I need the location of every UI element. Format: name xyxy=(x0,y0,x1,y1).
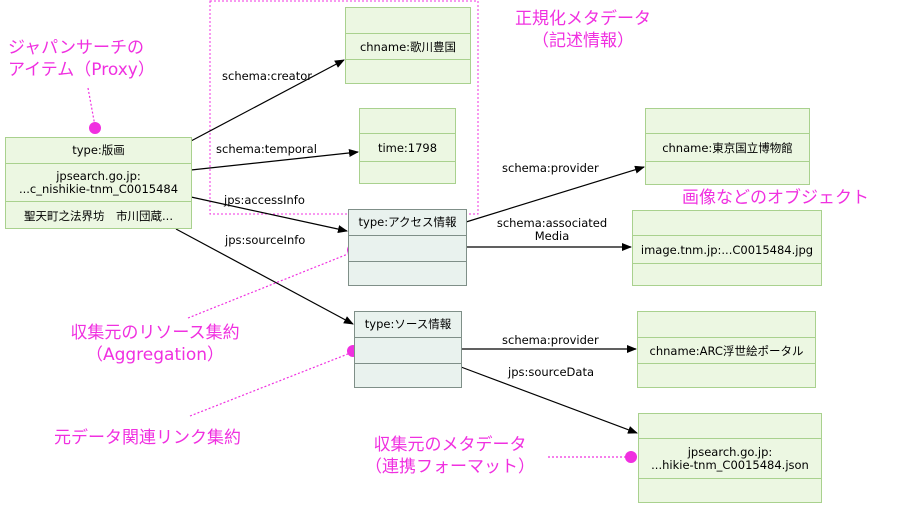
edge-label-associated: schema:associated xyxy=(496,216,608,230)
node-temporal-value: time:1798 xyxy=(360,133,455,162)
annotation-source-metadata: 収集元のメタデータ （連携フォーマット） xyxy=(352,434,548,478)
node-proxy-type: type:版画 xyxy=(72,143,125,157)
node-json: jpsearch.go.jp: ...hikie-tnm_C0015484.js… xyxy=(638,413,822,503)
node-provider1-value: chname:東京国立博物館 xyxy=(646,133,809,162)
annotation-normalized-sub: （記述情報） xyxy=(532,31,634,51)
node-json-url1: jpsearch.go.jp: xyxy=(687,445,773,459)
normalized-metadata-region xyxy=(209,0,479,215)
node-temporal: time:1798 xyxy=(359,108,456,184)
node-json-id: jpsearch.go.jp: ...hikie-tnm_C0015484.js… xyxy=(639,438,821,479)
annotation-source-meta-line2: （連携フォーマット） xyxy=(365,457,535,477)
node-provider1: chname:東京国立博物館 xyxy=(645,108,810,185)
pointer-proxy-dot xyxy=(89,122,101,134)
node-proxy-id: jpsearch.go.jp: ...c_nishikie-tnm_C00154… xyxy=(6,163,191,202)
edge-provider1 xyxy=(465,165,645,223)
pointer-related-links xyxy=(189,351,354,417)
edge-creator xyxy=(190,59,345,142)
annotation-image-object: 画像などのオブジェクト xyxy=(682,188,869,208)
edge-label-provider2: schema:provider xyxy=(502,333,599,347)
node-creator-value: chname:歌川豊国 xyxy=(346,33,470,60)
node-image: image.tnm.jp:...C0015484.jpg xyxy=(632,210,822,286)
node-image-value: image.tnm.jp:...C0015484.jpg xyxy=(633,235,821,264)
annotation-normalized-title: 正規化メタデータ xyxy=(515,9,651,29)
annotation-proxy-line2: アイテム（Proxy） xyxy=(8,60,155,80)
annotation-source-meta-line1: 収集元のメタデータ xyxy=(373,435,527,455)
node-source-type: type:ソース情報 xyxy=(364,317,452,331)
annotation-normalized-metadata: 正規化メタデータ （記述情報） xyxy=(498,8,668,52)
edge-source-info xyxy=(175,228,354,325)
node-proxy: type:版画 jpsearch.go.jp: ...c_nishikie-tn… xyxy=(5,137,192,229)
pointer-source-meta-dot xyxy=(625,451,637,463)
annotation-aggregation-line2: （Aggregation） xyxy=(85,345,225,365)
edge-source-data xyxy=(460,366,638,434)
node-proxy-title: 聖天町之法界坊 市川団蔵... xyxy=(6,201,191,230)
edge-label-source-info: jps:sourceInfo xyxy=(225,233,306,247)
node-proxy-url2: ...c_nishikie-tnm_C0015484 xyxy=(18,182,179,196)
edge-label-provider1: schema:provider xyxy=(502,161,599,175)
node-proxy-url1: jpsearch.go.jp: xyxy=(56,169,141,183)
node-access: type:アクセス情報 xyxy=(348,209,467,286)
node-source: type:ソース情報 xyxy=(354,311,462,388)
annotation-proxy: ジャパンサーチの アイテム（Proxy） xyxy=(8,37,188,81)
edge-label-associated-media: schema:associated Media xyxy=(494,217,610,243)
edge-label-source-data: jps:sourceData xyxy=(508,365,595,379)
annotation-proxy-line1: ジャパンサーチの xyxy=(8,38,144,58)
edge-label-access-info: jps:accessInfo xyxy=(224,193,305,207)
node-access-type: type:アクセス情報 xyxy=(358,215,457,229)
annotation-aggregation-line1: 収集元のリソース集約 xyxy=(70,323,240,343)
edge-access-info xyxy=(190,196,348,233)
node-provider2: chname:ARC浮世絵ポータル xyxy=(637,311,816,388)
edge-temporal xyxy=(190,148,359,171)
edge-label-media: Media xyxy=(534,229,570,243)
node-creator: chname:歌川豊国 xyxy=(345,7,471,84)
annotation-aggregation: 収集元のリソース集約 （Aggregation） xyxy=(50,322,260,366)
pointer-aggregation xyxy=(187,251,354,319)
annotation-related-links: 元データ関連リンク集約 xyxy=(54,428,241,448)
node-provider2-value: chname:ARC浮世絵ポータル xyxy=(638,337,815,364)
pointer-proxy xyxy=(87,87,96,127)
edge-label-temporal: schema:temporal xyxy=(216,142,317,156)
edge-label-creator: schema:creator xyxy=(222,69,312,83)
node-json-url2: ...hikie-tnm_C0015484.json xyxy=(651,458,809,472)
